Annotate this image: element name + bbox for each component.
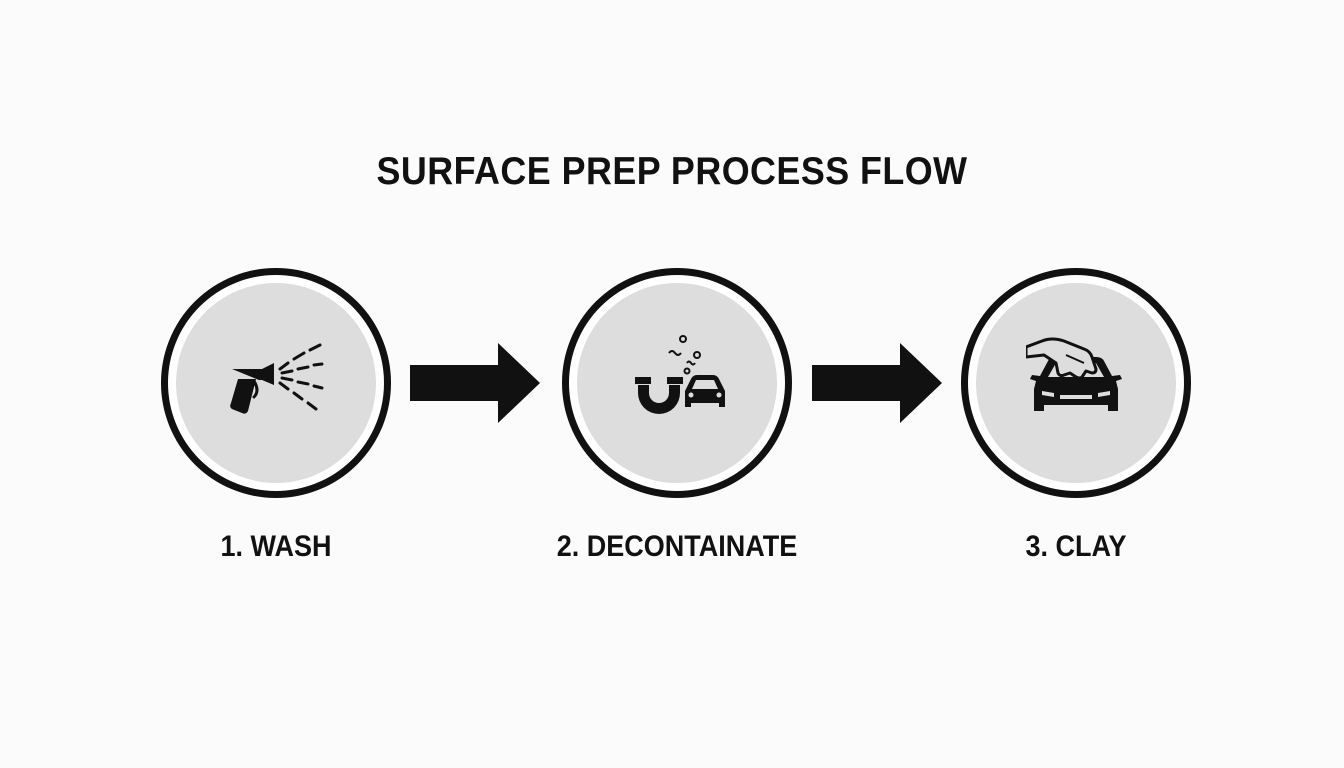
hand-on-car-icon: [1026, 337, 1122, 411]
step-label-decontaminate: 2. DECONTAINATE: [556, 530, 798, 563]
step-decontaminate-circle: [562, 268, 792, 498]
step-label-clay: 3. CLAY: [1025, 530, 1127, 563]
step-label-wash: 1. WASH: [220, 530, 332, 563]
arrow-right-icon: [410, 343, 540, 423]
spray-gun-icon: [230, 343, 324, 414]
step-clay-circle: [961, 268, 1191, 498]
arrow-right-icon: [812, 343, 942, 423]
diagram-title: SURFACE PREP PROCESS FLOW: [376, 150, 968, 193]
magnet-car-icon: [635, 335, 725, 414]
step-wash-circle: [161, 268, 391, 498]
